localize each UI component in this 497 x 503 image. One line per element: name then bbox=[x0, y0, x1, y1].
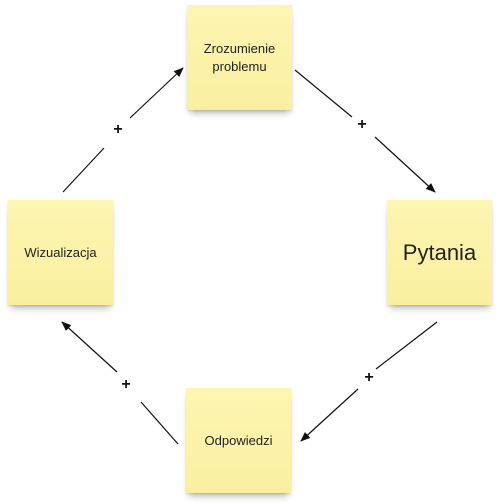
arrow-bottom-to-left bbox=[61, 321, 179, 445]
arrow-top-to-right bbox=[294, 69, 436, 193]
note-text-left: Wizualizacja bbox=[24, 244, 97, 260]
sticky-note-zrozumienie-problemu[interactable]: Zrozumienie problemu bbox=[187, 5, 292, 110]
note-text-bottom: Odpowiedzi bbox=[204, 432, 273, 448]
arrow-right-to-bottom bbox=[300, 321, 438, 442]
arrow-left-to-top bbox=[62, 67, 184, 193]
note-text-top: Zrozumienie problemu bbox=[203, 40, 276, 74]
sticky-note-wizualizacja[interactable]: Wizualizacja bbox=[8, 200, 113, 305]
sticky-note-pytania[interactable]: Pytania bbox=[387, 200, 492, 305]
plus-label-top-right: + bbox=[357, 116, 367, 133]
plus-label-bottom-left: + bbox=[121, 376, 131, 393]
note-text-right: Pytania bbox=[402, 239, 477, 265]
sticky-note-odpowiedzi[interactable]: Odpowiedzi bbox=[186, 388, 291, 493]
plus-label-right-bottom: + bbox=[364, 369, 374, 386]
plus-label-left-top: + bbox=[113, 121, 123, 138]
